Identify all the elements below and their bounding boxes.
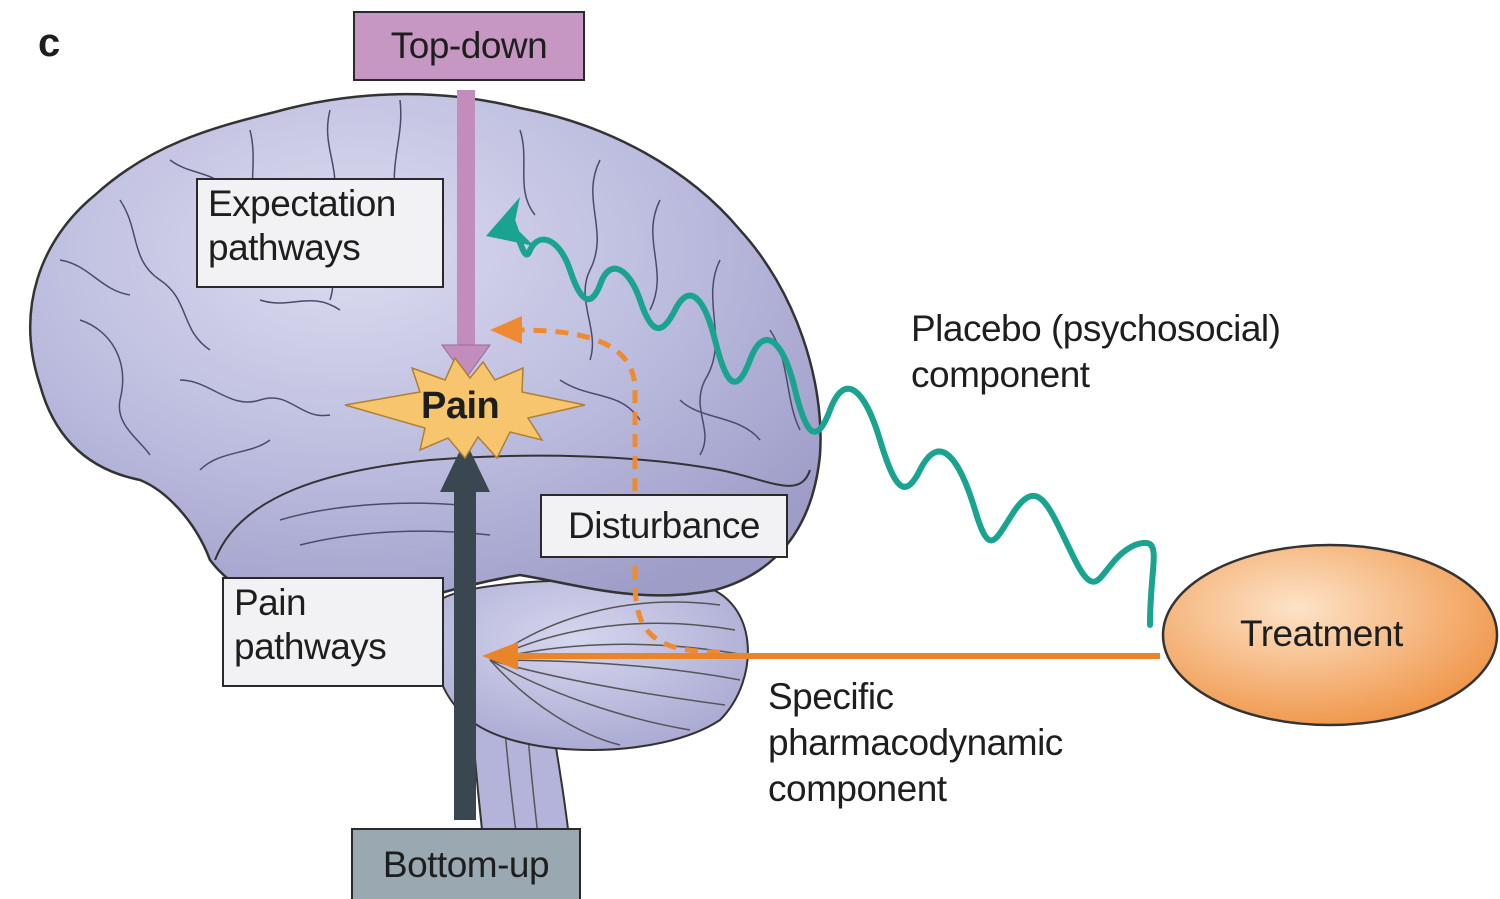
top-down-label: Top-down bbox=[391, 25, 547, 67]
bottom-up-label: Bottom-up bbox=[383, 844, 549, 886]
top-down-arrow-shaft bbox=[457, 90, 475, 348]
specific-component-label: Specific pharmacodynamic component bbox=[768, 674, 1063, 812]
top-down-box: Top-down bbox=[353, 11, 585, 81]
placebo-line-1: Placebo (psychosocial) bbox=[911, 306, 1280, 352]
expectation-line-1: Expectation bbox=[208, 182, 432, 226]
pain-pathways-box: Pain pathways bbox=[222, 577, 444, 687]
cerebellum bbox=[432, 580, 748, 750]
specific-line-1: Specific bbox=[768, 674, 1063, 720]
pain-pathways-line-1: Pain bbox=[234, 581, 432, 625]
expectation-pathways-box: Expectation pathways bbox=[196, 178, 444, 288]
specific-line-3: component bbox=[768, 766, 1063, 812]
placebo-line-2: component bbox=[911, 352, 1280, 398]
disturbance-box: Disturbance bbox=[540, 494, 788, 558]
disturbance-label: Disturbance bbox=[568, 505, 760, 547]
pain-label: Pain bbox=[421, 383, 499, 429]
panel-letter: c bbox=[38, 20, 60, 66]
specific-line-2: pharmacodynamic bbox=[768, 720, 1063, 766]
bottom-up-box: Bottom-up bbox=[351, 828, 581, 899]
treatment-label: Treatment bbox=[1240, 611, 1403, 657]
bottom-up-arrow-shaft bbox=[454, 490, 476, 820]
pain-pathways-line-2: pathways bbox=[234, 625, 432, 669]
placebo-component-label: Placebo (psychosocial) component bbox=[911, 306, 1280, 398]
expectation-line-2: pathways bbox=[208, 226, 432, 270]
